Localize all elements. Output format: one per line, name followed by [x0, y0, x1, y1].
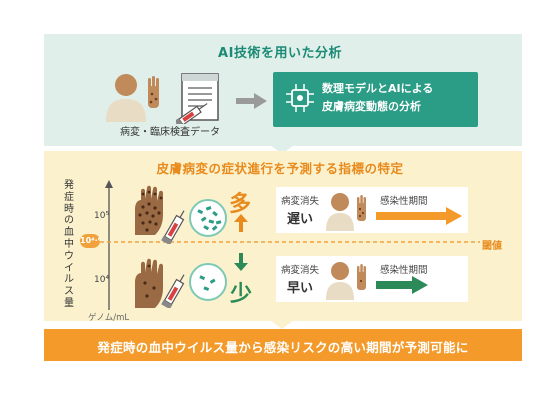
down-notch-icon [270, 145, 294, 154]
patient-icon [326, 262, 366, 300]
down-notch-icon [270, 320, 294, 329]
long-period-arrow [376, 207, 462, 225]
threshold-label: 閾値 [482, 241, 502, 252]
tick-label-high: 10⁵ [94, 211, 110, 221]
threshold-line [100, 241, 480, 243]
ai-label-line1: 数理モデルとAIによる [322, 82, 434, 95]
middle-title: 皮膚病変の症状進行を予測する指標の特定 [156, 161, 404, 176]
conclusion-bar [44, 329, 522, 361]
infectious-period-label-low: 感染性期間 [380, 265, 428, 276]
patient-icon [106, 74, 159, 122]
threshold-value-badge: 10⁴·⁶ [80, 234, 101, 248]
y-axis-arrow [105, 180, 113, 310]
y-axis-label: 発症時の血中ウイルス量 [64, 180, 74, 309]
right-arrow-icon [236, 93, 267, 109]
syringe-many-virus-icon [161, 199, 227, 244]
low-indicator-label: 少 [230, 282, 253, 307]
infectious-period-label-high: 感染性期間 [380, 196, 428, 207]
lesion-clear-speed-high: 遅い [287, 212, 314, 227]
down-arrow-icon [234, 253, 248, 271]
lesion-clear-speed-low: 早い [287, 281, 314, 296]
result-box-low [276, 256, 468, 302]
result-box-high [276, 187, 468, 233]
tick-label-low: 10⁴ [94, 275, 110, 285]
hand-few-lesions-icon [135, 258, 163, 308]
lesion-clear-label-high: 病変消失 [281, 196, 320, 207]
high-indicator-label: 多 [229, 192, 252, 217]
syringe-few-virus-icon [161, 263, 227, 308]
up-arrow-icon [234, 214, 248, 232]
ai-chip-icon [286, 84, 314, 112]
ai-label-line2: 皮膚病変動態の分析 [322, 100, 421, 113]
data-caption: 病変・臨床検査データ [120, 127, 220, 138]
hand-many-lesions-icon [135, 185, 163, 235]
document-syringe-icon [176, 73, 219, 124]
patient-icon [326, 193, 366, 231]
lesion-clear-label-low: 病変消失 [281, 265, 320, 276]
unit-label: ゲノム/mL [88, 313, 130, 323]
conclusion-text: 発症時の血中ウイルス量から感染リスクの高い期間が予測可能に [97, 340, 469, 355]
short-period-arrow [376, 276, 428, 294]
top-title: AI技術を用いた分析 [218, 46, 342, 61]
